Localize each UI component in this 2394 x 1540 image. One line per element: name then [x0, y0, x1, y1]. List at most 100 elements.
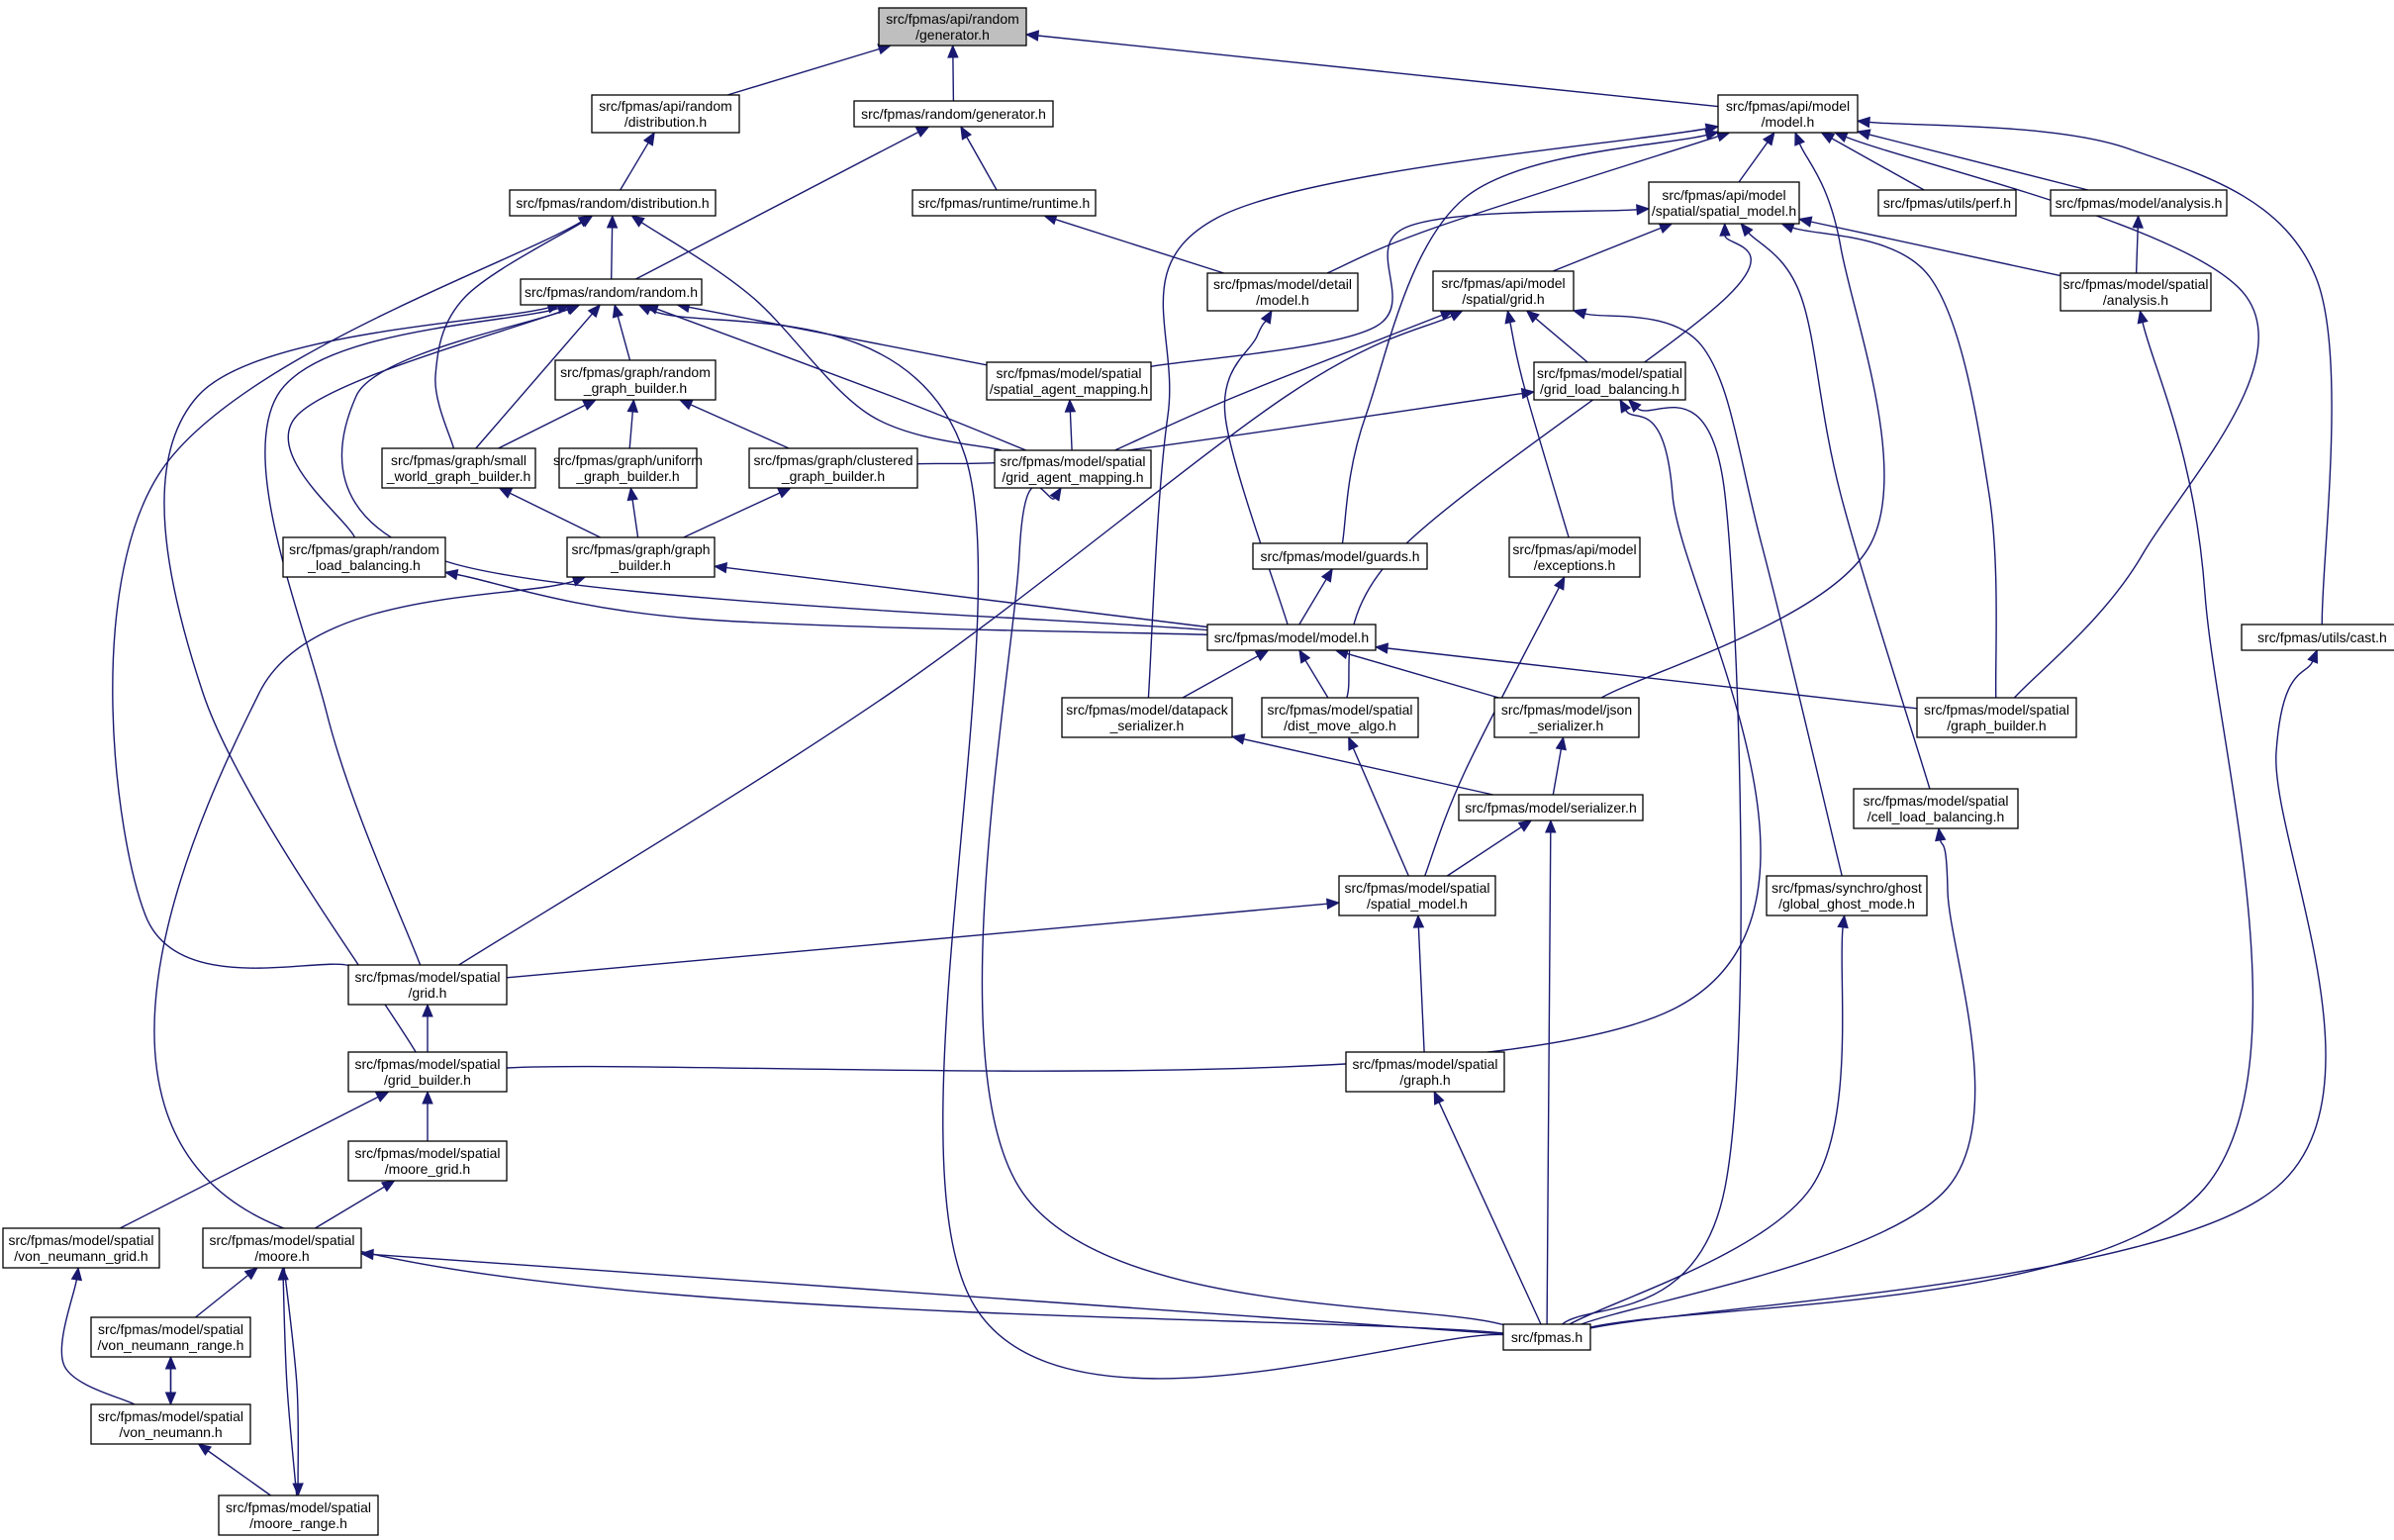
node-clb[interactable]: src/fpmas/model/spatial/cell_load_balanc…	[1853, 788, 2019, 829]
node-rdist[interactable]: src/fpmas/random/distribution.h	[509, 189, 717, 217]
edge-gridb-to-glb	[506, 398, 1762, 1072]
edge-line	[1446, 826, 1522, 877]
node-moore[interactable]: src/fpmas/model/spatial/moore.h	[202, 1227, 362, 1269]
node-cast[interactable]: src/fpmas/utils/cast.h	[2241, 624, 2394, 651]
arrowhead	[1704, 123, 1720, 135]
edge-runtime-to-rgen	[960, 125, 998, 191]
arrowhead	[359, 1248, 374, 1261]
node-perf[interactable]: src/fpmas/utils/perf.h	[1877, 189, 2017, 217]
node-box	[1345, 1051, 1505, 1093]
edge-line	[617, 316, 631, 361]
edge-line	[506, 903, 1328, 979]
node-sgraph[interactable]: src/fpmas/model/spatial/graph.h	[1345, 1051, 1505, 1093]
node-box	[1206, 272, 1359, 312]
edge-apimodel-to-gen	[1024, 30, 1719, 108]
edge-fpmas-to-sgraph	[1433, 1090, 1542, 1325]
edge-line	[1589, 660, 2327, 1329]
node-analysis[interactable]: src/fpmas/model/analysis.h	[2050, 189, 2228, 217]
node-grid[interactable]: src/fpmas/model/spatial/grid.h	[347, 964, 508, 1006]
node-apimodel[interactable]: src/fpmas/api/model/model.h	[1717, 94, 1859, 134]
edge-swgb-to-random	[475, 304, 602, 449]
edge-swgb-to-rgb	[498, 399, 598, 449]
node-label-line: src/fpmas/api/random	[599, 98, 732, 114]
node-apigrid[interactable]: src/fpmas/api/model/spatial/grid.h	[1432, 270, 1575, 312]
node-guards[interactable]: src/fpmas/model/guards.h	[1252, 542, 1428, 570]
edge-fpmas-to-gam	[981, 485, 1504, 1326]
node-label-line: /moore_range.h	[249, 1515, 347, 1531]
node-json[interactable]: src/fpmas/model/json_serializer.h	[1493, 697, 1640, 738]
edge-line	[1738, 142, 1769, 183]
edge-model-to-rlb	[443, 568, 1208, 635]
node-box	[347, 1051, 508, 1093]
edge-grid-to-random	[264, 303, 571, 966]
node-fpmas[interactable]: src/fpmas.h	[1502, 1323, 1591, 1351]
edge-line	[1387, 647, 1918, 710]
node-label-line: /moore_grid.h	[385, 1161, 470, 1177]
arrowhead	[443, 568, 459, 581]
node-label-line: src/fpmas/model/spatial	[98, 1321, 243, 1337]
node-box	[1338, 875, 1496, 916]
edge-rgen-to-gen	[947, 44, 959, 102]
nodes-layer: src/fpmas/api/random/generator.h src/fpma…	[2, 7, 2394, 1536]
node-glb[interactable]: src/fpmas/model/spatial/grid_load_balanc…	[1533, 361, 1686, 401]
node-swgb[interactable]: src/fpmas/graph/small_world_graph_builde…	[381, 447, 536, 489]
node-gen[interactable]: src/fpmas/api/random/generator.h	[878, 7, 1027, 47]
arrowhead	[2132, 214, 2144, 229]
edge-line	[1584, 313, 1843, 877]
node-label-line: /von_neumann_range.h	[98, 1337, 244, 1353]
node-label-line: src/fpmas/api/model	[1662, 187, 1785, 203]
arrowhead	[1230, 733, 1246, 745]
node-sm[interactable]: src/fpmas/model/spatial/spatial_model.h	[1338, 875, 1496, 916]
node-apidist[interactable]: src/fpmas/api/random/distribution.h	[591, 94, 740, 134]
node-gridb[interactable]: src/fpmas/model/spatial/grid_builder.h	[347, 1051, 508, 1093]
node-detail[interactable]: src/fpmas/model/detail/model.h	[1206, 272, 1359, 312]
node-random[interactable]: src/fpmas/random/random.h	[520, 278, 703, 306]
edge-line	[1845, 136, 2259, 699]
node-ugb[interactable]: src/fpmas/graph/uniform_graph_builder.h	[553, 447, 703, 489]
arrowhead	[612, 303, 623, 319]
node-box	[2059, 272, 2212, 312]
edge-line	[1223, 321, 1289, 626]
node-box	[1252, 542, 1428, 570]
edge-apidist-to-gen	[726, 44, 893, 96]
node-cgb[interactable]: src/fpmas/graph/clustered_graph_builder.…	[748, 447, 918, 489]
arrowhead	[1024, 30, 1040, 42]
node-box	[1766, 875, 1928, 916]
node-rlb[interactable]: src/fpmas/graph/random_load_balancing.h	[282, 536, 446, 578]
node-gb[interactable]: src/fpmas/graph/graph_builder.h	[566, 536, 716, 578]
node-label-line: /grid_load_balancing.h	[1540, 381, 1679, 397]
node-label-line: src/fpmas/model/spatial	[98, 1408, 243, 1424]
node-vngrid[interactable]: src/fpmas/model/spatial/von_neumann_grid…	[2, 1227, 160, 1269]
node-datapack[interactable]: src/fpmas/model/datapack_serializer.h	[1061, 697, 1233, 738]
node-vnrange[interactable]: src/fpmas/model/spatial/von_neumann_rang…	[90, 1316, 251, 1358]
node-sanalysis[interactable]: src/fpmas/model/spatial/analysis.h	[2059, 272, 2212, 312]
node-box	[558, 447, 698, 489]
edge-grid-to-apigrid	[458, 310, 1464, 966]
node-label-line: src/fpmas/model/spatial	[354, 969, 500, 985]
node-serializer[interactable]: src/fpmas/model/serializer.h	[1458, 794, 1644, 821]
node-box	[986, 361, 1152, 401]
node-sgb[interactable]: src/fpmas/model/spatial/graph_builder.h	[1916, 697, 2077, 738]
node-gam[interactable]: src/fpmas/model/spatial/grid_agent_mappi…	[994, 449, 1152, 489]
node-dma[interactable]: src/fpmas/model/spatial/dist_move_algo.h	[1261, 697, 1419, 738]
arrowhead	[1448, 310, 1464, 322]
node-rgb[interactable]: src/fpmas/graph/random_graph_builder.h	[554, 359, 717, 401]
node-label-line: _serializer.h	[1529, 718, 1604, 733]
arrowhead	[1554, 575, 1566, 591]
node-sam[interactable]: src/fpmas/model/spatial/spatial_agent_ma…	[986, 361, 1152, 401]
node-label-line: src/fpmas/model/guards.h	[1260, 548, 1419, 564]
node-runtime[interactable]: src/fpmas/runtime/runtime.h	[911, 189, 1097, 217]
node-rgen[interactable]: src/fpmas/random/generator.h	[853, 100, 1054, 128]
node-box	[911, 189, 1097, 217]
node-model[interactable]: src/fpmas/model/model.h	[1206, 624, 1377, 651]
node-mrange[interactable]: src/fpmas/model/spatial/moore_range.h	[218, 1494, 379, 1536]
node-ggm[interactable]: src/fpmas/synchro/ghost/global_ghost_mod…	[1766, 875, 1928, 916]
edge-line	[1589, 322, 2254, 1328]
node-exceptions[interactable]: src/fpmas/api/model/exceptions.h	[1508, 536, 1641, 578]
node-apispatial[interactable]: src/fpmas/api/model/spatial/spatial_mode…	[1648, 181, 1800, 225]
edge-json-to-model	[1334, 648, 1499, 699]
edge-fpmas-to-ggm	[1569, 914, 1849, 1325]
arrowhead	[1520, 387, 1536, 400]
node-vn[interactable]: src/fpmas/model/spatial/von_neumann.h	[90, 1403, 251, 1445]
node-mgrid[interactable]: src/fpmas/model/spatial/moore_grid.h	[347, 1140, 508, 1182]
